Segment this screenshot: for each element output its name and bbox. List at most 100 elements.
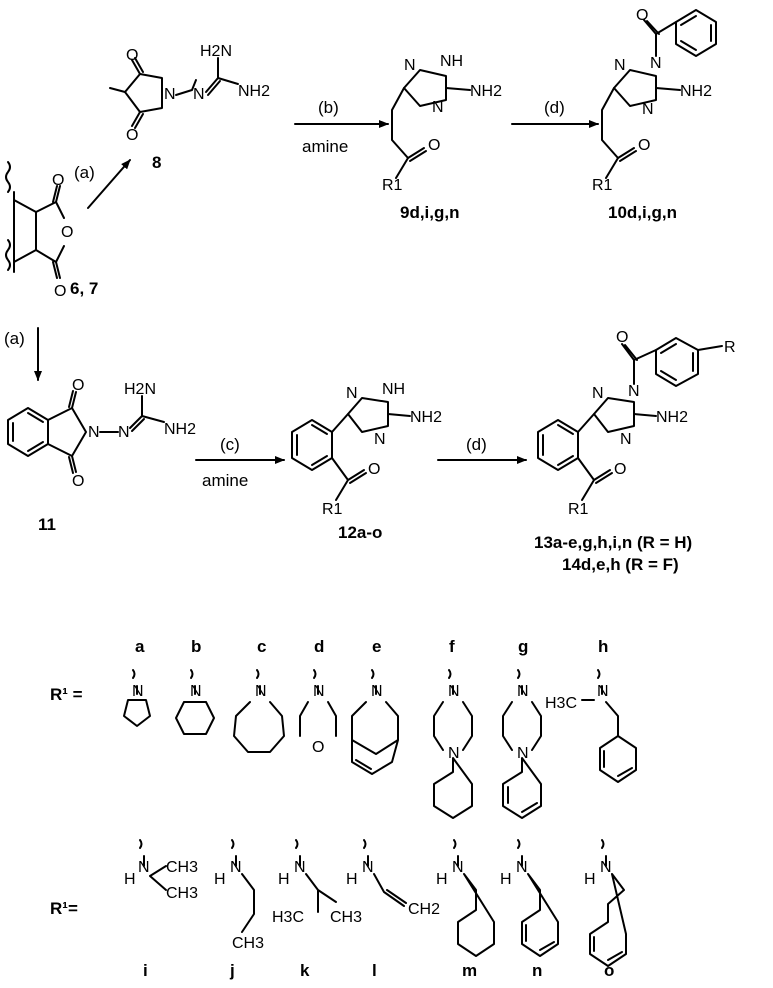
atom-nh2: NH2 [238,83,270,100]
reagent-d-bottom: (d) [466,435,487,454]
series-letter-l: l [372,961,377,980]
atom-h: H [584,871,596,888]
atom-o: O [638,137,650,154]
atom-h2n: H2N [200,43,232,60]
compound-10-structure: N N N NH2 O O R1 10d,i,g,n [592,7,717,222]
atom-n: N [517,683,529,700]
series-letter-o: o [604,961,614,980]
compound-label-13: 13a-e,g,h,i,n (R = H) [534,533,692,552]
atom-n: N [230,859,242,876]
series-letter-i: i [143,961,148,980]
series-letter-f: f [449,637,455,656]
reagent-a-top: (a) [74,163,95,182]
series-letter-k: k [300,961,310,980]
atom-ch3: CH3 [166,885,198,902]
series-letter-d: d [314,637,324,656]
arrow-a-left: (a) [4,327,42,381]
compound-13-14-structure: N N N NH2 O R O R1 13a-e,g,h,i,n (R = H)… [534,329,736,574]
compound-label-9: 9d,i,g,n [400,203,460,222]
atom-o: O [72,377,84,394]
atom-n: N [642,101,654,118]
atom-n: N [592,385,604,402]
atom-n: N [294,859,306,876]
atom-n: N [620,431,632,448]
atom-r: R [724,339,736,356]
atom-nh2: NH2 [410,409,442,426]
atom-n: N [371,683,383,700]
r1-label-row1: R¹ = [50,685,83,704]
atom-o: O [428,137,440,154]
atom-n: N [255,683,267,700]
atom-h: H [346,871,358,888]
atom-h: H [436,871,448,888]
atom-r1: R1 [592,177,613,194]
reagent-b-amine: amine [302,137,348,156]
reagent-c-amine: amine [202,471,248,490]
atom-n: N [313,683,325,700]
atom-n: N [346,385,358,402]
atom-n: N [516,859,528,876]
atom-h: H [500,871,512,888]
atom-r1: R1 [568,501,589,518]
compound-6-7-structure: O O O 6, 7 [5,161,98,300]
atom-h2n: H2N [124,381,156,398]
compound-9-structure: N NH N NH2 O R1 9d,i,g,n [382,53,502,222]
series-letter-h: h [598,637,608,656]
atom-h: H [278,871,290,888]
reagent-c: (c) [220,435,240,454]
atom-n: N [452,859,464,876]
r1-series-bottom: R¹= H N CH3 CH3 H N CH3 H N H3C CH3 H N … [50,839,627,980]
atom-n: N [628,383,640,400]
atom-h3c: H3C [545,695,577,712]
atom-o: O [312,739,324,756]
reagent-a-left: (a) [4,329,25,348]
atom-o: O [636,7,648,24]
atom-ch3: CH3 [330,909,362,926]
atom-o: O [72,473,84,490]
series-letter-e: e [372,637,381,656]
atom-n: N [650,55,662,72]
atom-o: O [616,329,628,346]
atom-n: N [597,683,609,700]
atom-n: N [614,57,626,74]
atom-n: N [600,859,612,876]
atom-n: N [362,859,374,876]
atom-ch3: CH3 [166,859,198,876]
atom-n: N [164,86,176,103]
compound-label-8: 8 [152,153,161,172]
r1-series-top: a b c d e f g h R¹ = N N N N O N N N N N… [50,637,637,819]
series-letter-b: b [191,637,201,656]
atom-n: N [88,424,100,441]
atom-o: O [61,224,73,241]
series-letter-c: c [257,637,266,656]
atom-n: N [190,683,202,700]
atom-o: O [126,127,138,144]
compound-11-structure: O O N N H2N NH2 11 [7,377,196,534]
series-letter-j: j [229,961,235,980]
compound-label-14: 14d,e,h (R = F) [562,555,679,574]
atom-nh2: NH2 [680,83,712,100]
atom-nh2: NH2 [656,409,688,426]
compound-label-6-7: 6, 7 [70,279,98,298]
compound-label-12: 12a-o [338,523,382,542]
arrow-a-top: (a) [74,159,131,209]
atom-r1: R1 [382,177,403,194]
atom-n: N [517,745,529,762]
atom-o: O [614,461,626,478]
atom-h: H [214,871,226,888]
atom-n: N [132,683,144,700]
series-letter-a: a [135,637,145,656]
atom-n: N [432,99,444,116]
reagent-d-top: (d) [544,98,565,117]
atom-r1: R1 [322,501,343,518]
atom-n: N [404,57,416,74]
compound-12-structure: N NH N NH2 O R1 12a-o [291,381,442,542]
r1-label-row2: R¹= [50,899,78,918]
atom-n: N [448,683,460,700]
atom-ch2: CH2 [408,901,440,918]
arrow-b: (b) amine [294,98,389,156]
atom-nh: NH [440,53,463,70]
arrow-d-top: (d) [511,98,599,128]
arrow-d-bottom: (d) [437,435,527,464]
